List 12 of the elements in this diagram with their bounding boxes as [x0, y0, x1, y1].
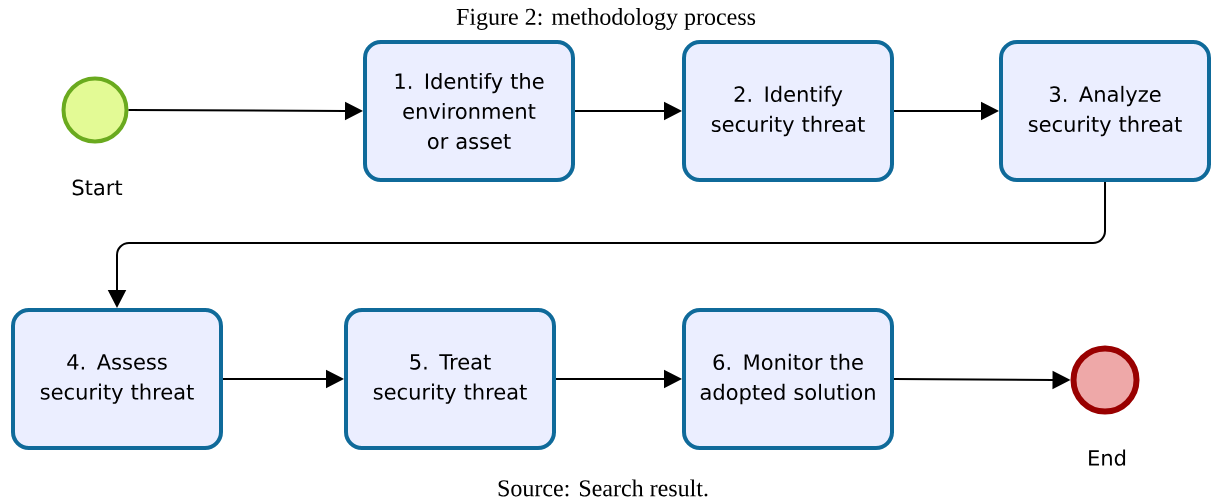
process-box: 6. Monitor the adopted solution [682, 308, 894, 450]
process-box: 3. Analyze security threat [999, 40, 1211, 182]
figure-caption: Source: Search result. [498, 479, 708, 497]
event-label: End [1089, 449, 1126, 466]
figure-title: Figure 2: methodology process [456, 8, 756, 30]
start-event-circle [61, 76, 129, 144]
end-event-circle [1070, 345, 1140, 415]
process-box: 5. Treat security threat [344, 308, 556, 450]
process-box: 2. Identify security threat [682, 40, 894, 182]
process-box: 4. Assess security threat [11, 308, 223, 450]
process-box: 1. Identify the environment or asset [363, 40, 575, 182]
event-label: Start [72, 179, 123, 196]
